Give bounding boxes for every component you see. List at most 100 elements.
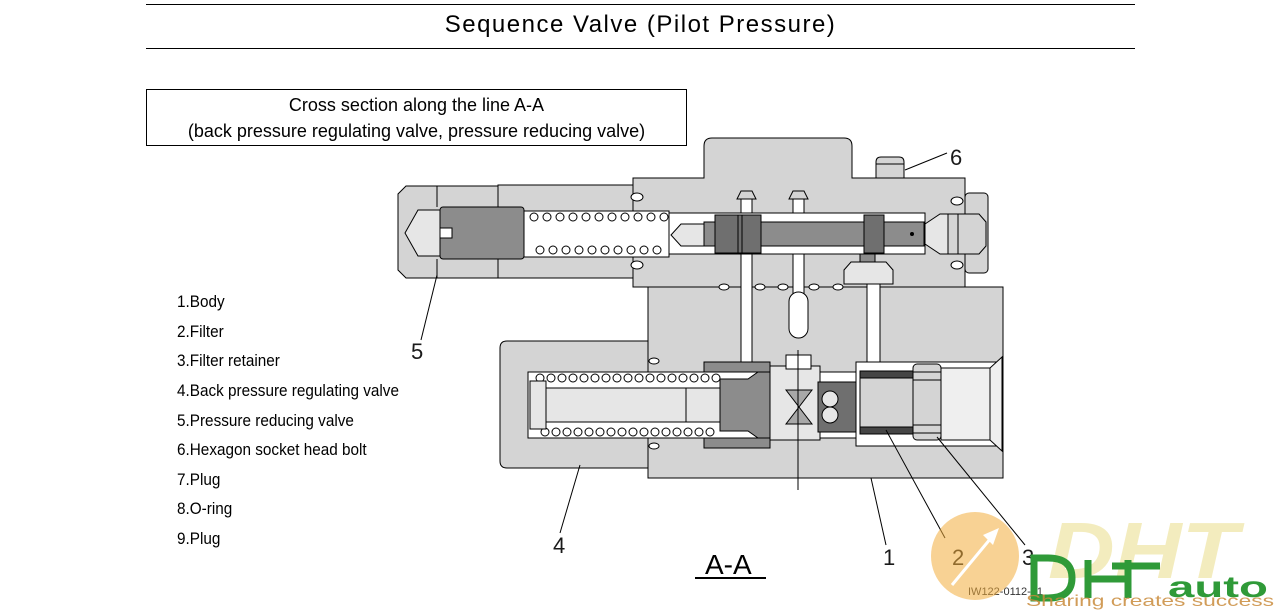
spring-coil (555, 212, 565, 222)
figure-caption-box: Cross section along the line A-A (back p… (146, 89, 687, 146)
o-ring (950, 196, 964, 206)
spring-coil (639, 427, 649, 437)
o-ring (630, 192, 644, 202)
spring-coil (623, 373, 633, 383)
legend-item: 8.O-ring (177, 499, 233, 519)
legend-item: 7.Plug (177, 469, 221, 489)
spring-coil (667, 373, 677, 383)
spring-coil (529, 212, 539, 222)
back-pressure-regulating-valve (527, 354, 1004, 453)
leader-line-3 (936, 436, 1026, 546)
watermark-suffix-text: auto (1168, 571, 1268, 604)
o-ring (718, 283, 730, 291)
spring-coil (562, 427, 572, 437)
leader-line-1 (870, 477, 887, 546)
section-label: A-A (705, 549, 752, 580)
spring-coil (689, 373, 699, 383)
spring-coil (579, 373, 589, 383)
spring-coil (705, 427, 715, 437)
back-pressure-spring (535, 373, 721, 437)
callout-5: 5 (411, 339, 423, 364)
filter-element (859, 376, 916, 429)
spring-coil (551, 427, 561, 437)
legend-item: 2.Filter (177, 321, 224, 341)
spring-coil (573, 427, 583, 437)
watermark-arrowhead-icon (983, 528, 999, 545)
spring-coil (548, 245, 558, 255)
spring-coil (535, 245, 545, 255)
dht-auto-watermark: DHT auto Sharing creates success (931, 506, 1274, 610)
header-top-rule (146, 4, 1135, 5)
spring-coil (557, 373, 567, 383)
poppet-sleeve-upper (703, 361, 771, 373)
o-ring (777, 283, 789, 291)
spring-coil (613, 245, 623, 255)
spring-coil (652, 245, 662, 255)
o-ring (754, 283, 766, 291)
plunger-slot (439, 227, 453, 239)
spring-coil (694, 427, 704, 437)
spring-coil (711, 373, 721, 383)
check-valve-seat (769, 365, 821, 441)
spring-coil (620, 212, 630, 222)
filter-port (821, 390, 839, 408)
pressure-reducing-spring (529, 212, 669, 255)
leader-line-6 (904, 152, 948, 171)
filter-port (821, 406, 839, 424)
oil-passage (740, 253, 753, 363)
adjusting-plunger (439, 206, 525, 260)
spring-coil (587, 245, 597, 255)
spring-coil (634, 373, 644, 383)
spring-coil (581, 212, 591, 222)
filter-retainer (912, 363, 942, 441)
spool-land-right (863, 214, 885, 254)
watermark-green-d-icon (1030, 554, 1076, 602)
spring-coil (594, 212, 604, 222)
leader-line-2 (885, 429, 946, 539)
legend-item: 4.Back pressure regulating valve (177, 380, 399, 400)
watermark-green-h-icon (1084, 560, 1160, 598)
check-block (843, 261, 894, 285)
legend-item: 6.Hexagon socket head bolt (177, 440, 367, 460)
o-ring (630, 260, 644, 270)
spring-coil (633, 212, 643, 222)
spring-coil (672, 427, 682, 437)
filter-retainer-plug (940, 355, 1003, 453)
spring-coil (617, 427, 627, 437)
filter-housing (817, 381, 857, 433)
spring-coil (645, 373, 655, 383)
spring-coil (542, 212, 552, 222)
spring-coil (607, 212, 617, 222)
watermark-slogan-text: Sharing creates success (1026, 593, 1274, 610)
hexagon-socket-head-bolt (875, 156, 905, 179)
callout-4: 4 (553, 533, 565, 558)
caption-line-1: Cross section along the line A-A (288, 95, 545, 115)
spool-pin (910, 232, 914, 236)
spring-coil (659, 212, 669, 222)
spring-coil (574, 245, 584, 255)
back-pressure-poppet (719, 371, 771, 439)
spring-coil (700, 373, 710, 383)
legend-item: 9.Plug (177, 529, 221, 549)
check-valve-element (784, 389, 814, 425)
spring-coil (568, 373, 578, 383)
passage-plug (788, 190, 809, 200)
legend-item: 5.Pressure reducing valve (177, 410, 354, 430)
spring-coil (646, 212, 656, 222)
parts-legend: 1.Body 2.Filter 3.Filter retainer 4.Back… (177, 287, 399, 554)
o-ring (832, 283, 844, 291)
header-bottom-rule (146, 48, 1135, 49)
spring-coil (683, 427, 693, 437)
filter-band-upper (859, 370, 916, 379)
spring-coil (595, 427, 605, 437)
caption-line-2: (back pressure regulating valve, pressur… (187, 121, 646, 141)
spring-coil (612, 373, 622, 383)
page-title: Sequence Valve (Pilot Pressure) (444, 11, 837, 38)
spring-coil (546, 373, 556, 383)
watermark-brand-text: DHT (1048, 506, 1245, 595)
leader-lines (420, 152, 1026, 546)
spring-coil (661, 427, 671, 437)
spring-coil (590, 373, 600, 383)
leader-line-5 (420, 274, 438, 341)
